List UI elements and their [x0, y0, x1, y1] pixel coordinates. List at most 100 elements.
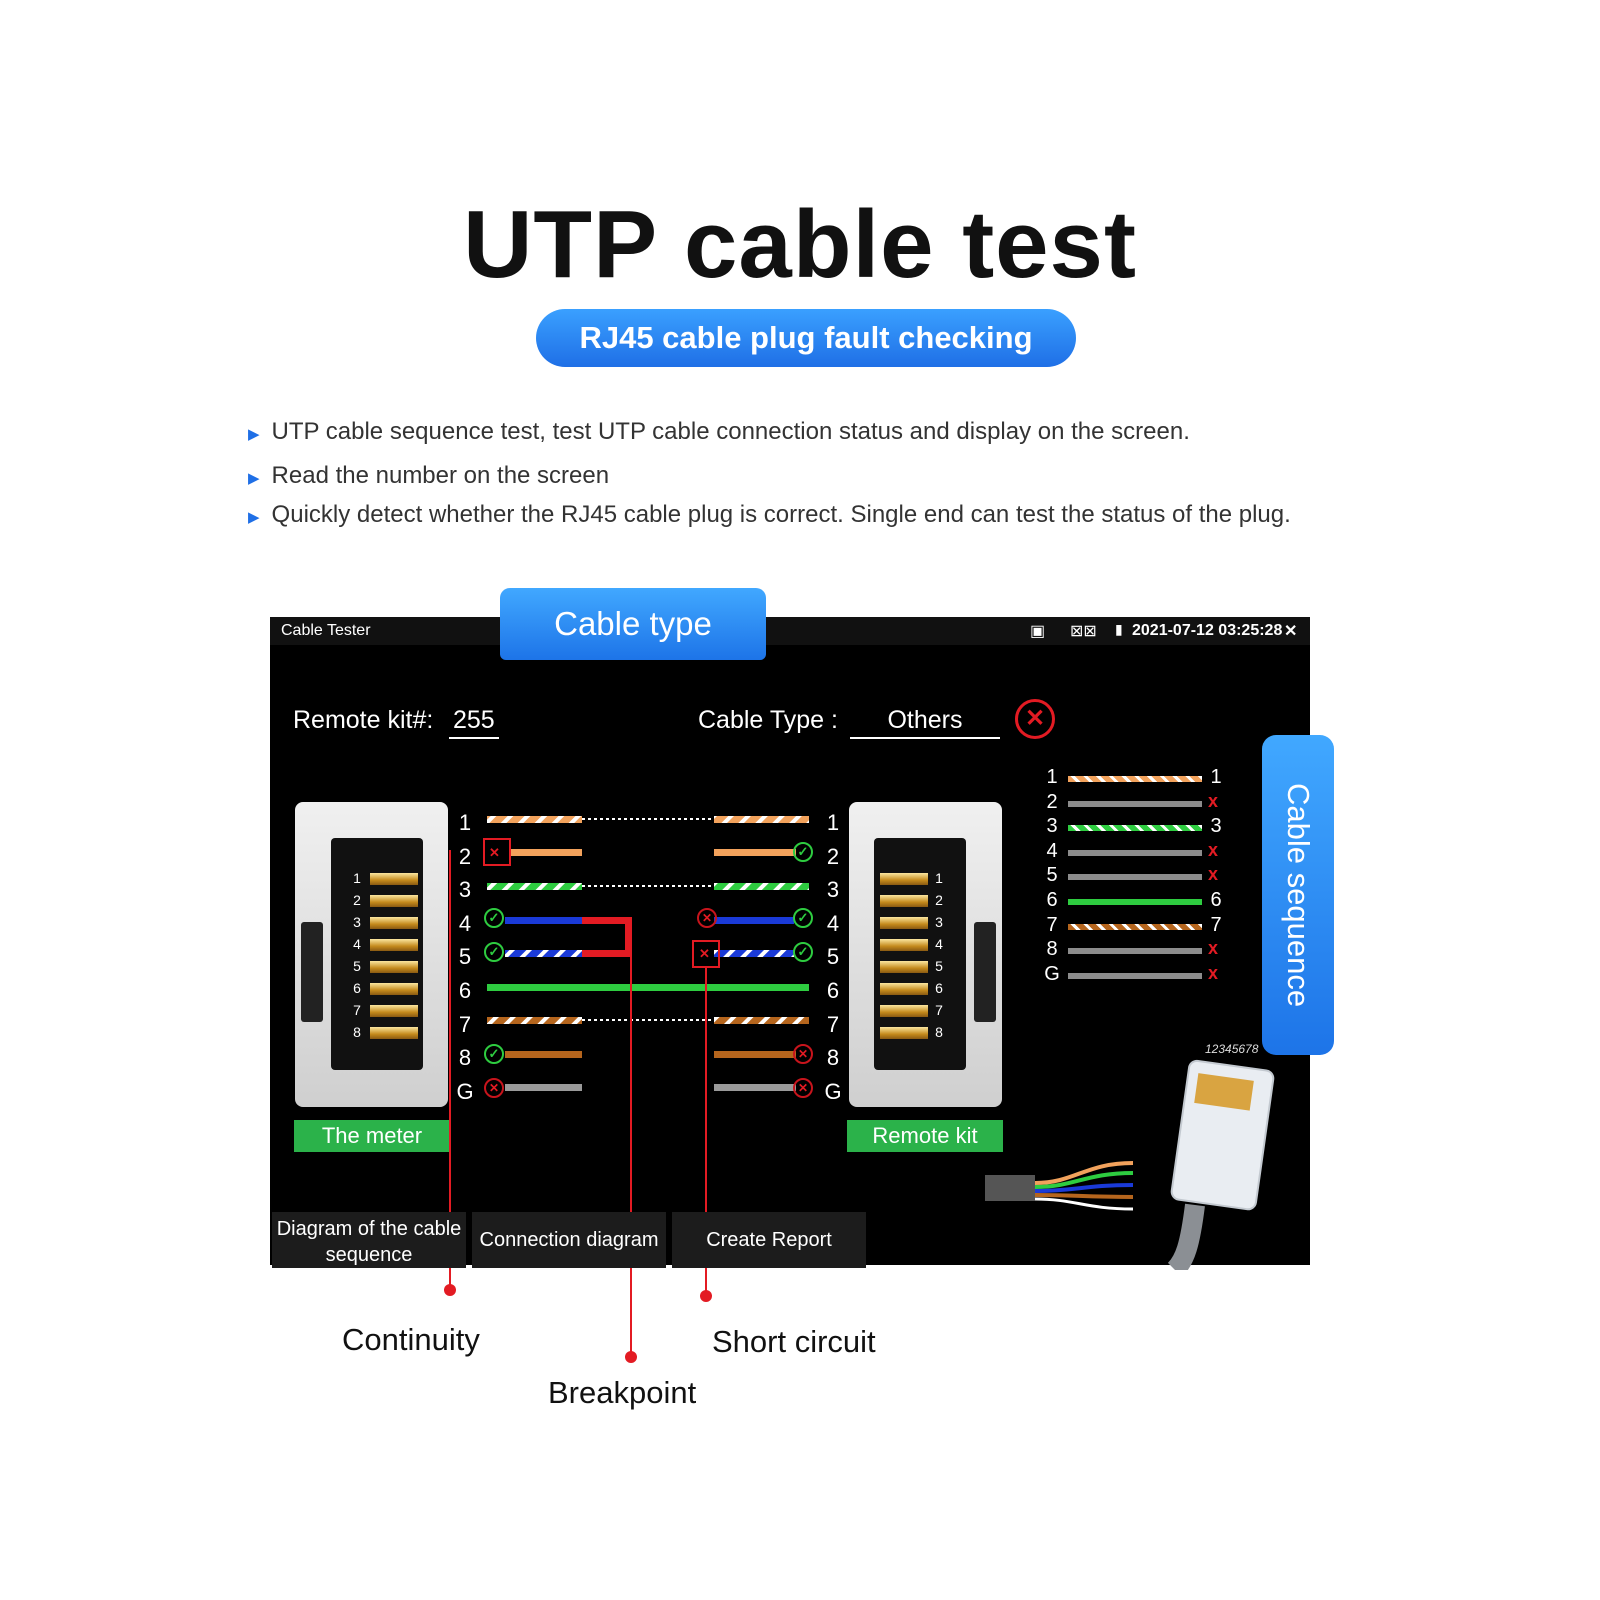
- plug-cable: [1167, 1203, 1205, 1270]
- sequence-wire: [1068, 972, 1202, 979]
- wire-1-right: [714, 816, 809, 823]
- screenshot-icon[interactable]: ▣: [1030, 623, 1046, 640]
- strand-blue: [1034, 1183, 1134, 1193]
- wire-5-left: [505, 950, 582, 957]
- sequence-pin-right: 7: [1210, 913, 1222, 936]
- meter-contact: [370, 939, 418, 951]
- continuity-dot: [444, 1284, 456, 1296]
- create-report-button[interactable]: Create Report: [672, 1212, 866, 1268]
- wire-pin-left-2: 2: [458, 843, 472, 869]
- wire-6: [487, 984, 809, 991]
- remote-contact-number: 4: [935, 936, 943, 952]
- remote-contact-number: 5: [935, 958, 943, 974]
- wire-8-right: [714, 1051, 796, 1058]
- remote-contact-number: 1: [935, 870, 943, 886]
- meter-contact-number: 2: [353, 892, 361, 908]
- remote-contact: [880, 895, 928, 907]
- meter-contact: [370, 1027, 418, 1039]
- wire-pin-left-5: 5: [458, 944, 472, 970]
- bullet-triangle-icon: ▶: [248, 509, 260, 526]
- wire-7-right: [714, 1017, 809, 1024]
- sequence-wire: [1068, 948, 1202, 955]
- wire-pin-right-2: 2: [826, 843, 840, 869]
- status-bar: Cable Tester ▣ ⊠⊠ ▮ 2021-07-12 03:25:28 …: [270, 617, 1310, 645]
- meter-contact: [370, 873, 418, 885]
- short-bridge: [625, 917, 632, 957]
- sequence-wire: [1068, 776, 1202, 782]
- pin-4-short-icon: ✕: [697, 908, 717, 928]
- pin-2-fail-icon: ✕: [489, 845, 500, 860]
- sequence-pin-left: 8: [1046, 938, 1058, 961]
- wire-pin-right-7: 7: [826, 1011, 840, 1037]
- bullet-item: ▶Read the number on the screen: [248, 462, 609, 490]
- wire-pin-left-1: 1: [458, 810, 472, 835]
- pin-g-left-fail-icon: ✕: [484, 1078, 504, 1098]
- bullet-text: Quickly detect whether the RJ45 cable pl…: [271, 501, 1291, 528]
- remote-kit-button[interactable]: Remote kit: [847, 1120, 1003, 1152]
- page-title: UTP cable test: [463, 191, 1137, 298]
- remote-kit-field[interactable]: 255: [449, 706, 499, 739]
- sequence-fail-mark: x: [1208, 938, 1219, 959]
- remote-contact: [880, 1005, 928, 1017]
- diagram-sequence-button[interactable]: Diagram of the cable sequence: [272, 1212, 466, 1268]
- the-meter-button[interactable]: The meter: [294, 1120, 450, 1152]
- remote-kit-label: Remote kit#:: [293, 706, 434, 734]
- strand-brown: [1034, 1193, 1134, 1199]
- cable-type-label: Cable Type :: [698, 706, 838, 734]
- remote-contact: [880, 961, 928, 973]
- remote-contact-number: 8: [935, 1024, 943, 1040]
- continuity-label: Continuity: [342, 1322, 480, 1357]
- bullet-triangle-icon: ▶: [248, 426, 260, 443]
- sequence-wire: [1068, 899, 1202, 905]
- sequence-wire: [1068, 849, 1202, 856]
- strand-white: [1034, 1197, 1134, 1211]
- bullet-item: ▶ UTP cable sequence test, test UTP cable…: [248, 418, 1190, 446]
- pin-g-right-fail-icon: ✕: [793, 1078, 813, 1098]
- cable-jacket: [985, 1175, 1035, 1201]
- wire-pin-right-5: 5: [826, 944, 840, 970]
- sequence-pin-left: 2: [1046, 790, 1058, 813]
- meter-contact-number: 8: [353, 1024, 361, 1040]
- wire-5-short: [582, 950, 632, 957]
- wire-4-short: [582, 917, 632, 924]
- pin-4-right-ok-icon: ✓: [793, 908, 813, 928]
- datetime: 2021-07-12 03:25:28: [1132, 622, 1283, 639]
- wire-pin-left-6: 6: [458, 978, 472, 1003]
- meter-contact: [370, 895, 418, 907]
- wire-7-left: [487, 1017, 582, 1024]
- bullet-triangle-icon: ▶: [248, 470, 260, 487]
- remote-contact: [880, 873, 928, 885]
- bullet-text: UTP cable sequence test, test UTP cable …: [271, 418, 1190, 445]
- sequence-wire: [1068, 923, 1202, 930]
- sequence-fail-mark: x: [1208, 864, 1219, 885]
- meter-contact-number: 3: [353, 914, 361, 930]
- cable-type-field[interactable]: Others: [850, 706, 1000, 739]
- network-icon: ⊠⊠: [1070, 623, 1097, 640]
- wire-4-left: [505, 917, 582, 924]
- plug-contacts: [1194, 1073, 1254, 1111]
- wire-3-right: [714, 883, 809, 890]
- remote-contact-number: 7: [935, 1002, 943, 1018]
- wire-pin-right-8: 8: [826, 1045, 840, 1071]
- close-icon[interactable]: ✕: [1284, 623, 1298, 640]
- remote-contact: [880, 983, 928, 995]
- rj45-plug-illustration: [985, 1059, 1275, 1270]
- strand-orange: [1034, 1161, 1134, 1185]
- wire-pin-left-g: G: [456, 1078, 474, 1104]
- wire-pin-right-1: 1: [826, 810, 840, 835]
- sequence-pin-left: 4: [1046, 839, 1058, 862]
- sequence-wire: [1068, 825, 1202, 832]
- cable-type-fail-icon: ✕: [1015, 699, 1055, 739]
- meter-contact-number: 5: [353, 958, 361, 974]
- sequence-pin-left: 6: [1046, 889, 1058, 911]
- wire-2-fault-marker: [483, 838, 511, 866]
- pin-8-left-ok-icon: ✓: [484, 1044, 504, 1064]
- connection-diagram-button[interactable]: Connection diagram: [472, 1212, 666, 1268]
- remote-contact-number: 2: [935, 892, 943, 908]
- sequence-pin-left: 7: [1046, 913, 1058, 936]
- sequence-fail-mark: x: [1208, 839, 1219, 860]
- wire-2-left: [510, 849, 582, 856]
- remote-contact-number: 6: [935, 980, 943, 996]
- wire-1-left: [487, 816, 582, 823]
- meter-contact-number: 1: [353, 870, 361, 886]
